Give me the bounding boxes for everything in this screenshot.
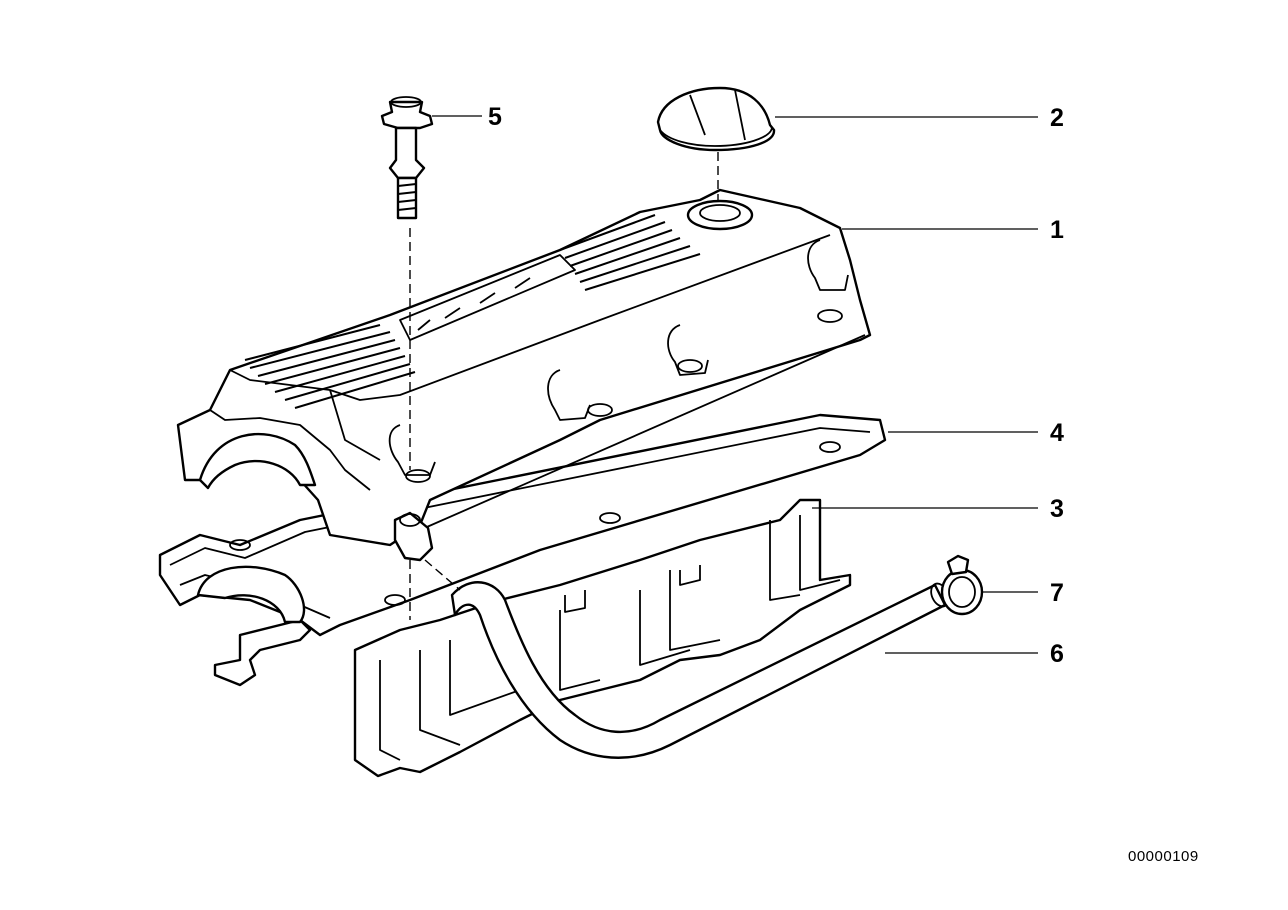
- cover-cooling-fins-left: [244, 324, 416, 409]
- callout-4: 4: [1050, 419, 1064, 447]
- part-5-bolt[interactable]: [380, 96, 434, 220]
- callout-6: 6: [1050, 640, 1064, 668]
- part-4-gasket[interactable]: [158, 413, 887, 637]
- cover-cooling-fins-right: [559, 214, 701, 291]
- assembly-guide-lines: [409, 152, 719, 620]
- catalog-code: 00000109: [1128, 848, 1199, 865]
- callout-7: 7: [1050, 579, 1064, 607]
- part-7-hose-clamp[interactable]: [940, 554, 984, 616]
- callout-3: 3: [1050, 495, 1064, 523]
- callout-1: 1: [1050, 216, 1064, 244]
- leader-lines: [432, 115, 1038, 654]
- callout-2: 2: [1050, 104, 1064, 132]
- part-2-filler-cap[interactable]: [656, 86, 776, 152]
- callout-5: 5: [488, 103, 502, 131]
- part-1-valve-cover[interactable]: [176, 188, 872, 562]
- part-3-baffle-frame[interactable]: [213, 498, 852, 778]
